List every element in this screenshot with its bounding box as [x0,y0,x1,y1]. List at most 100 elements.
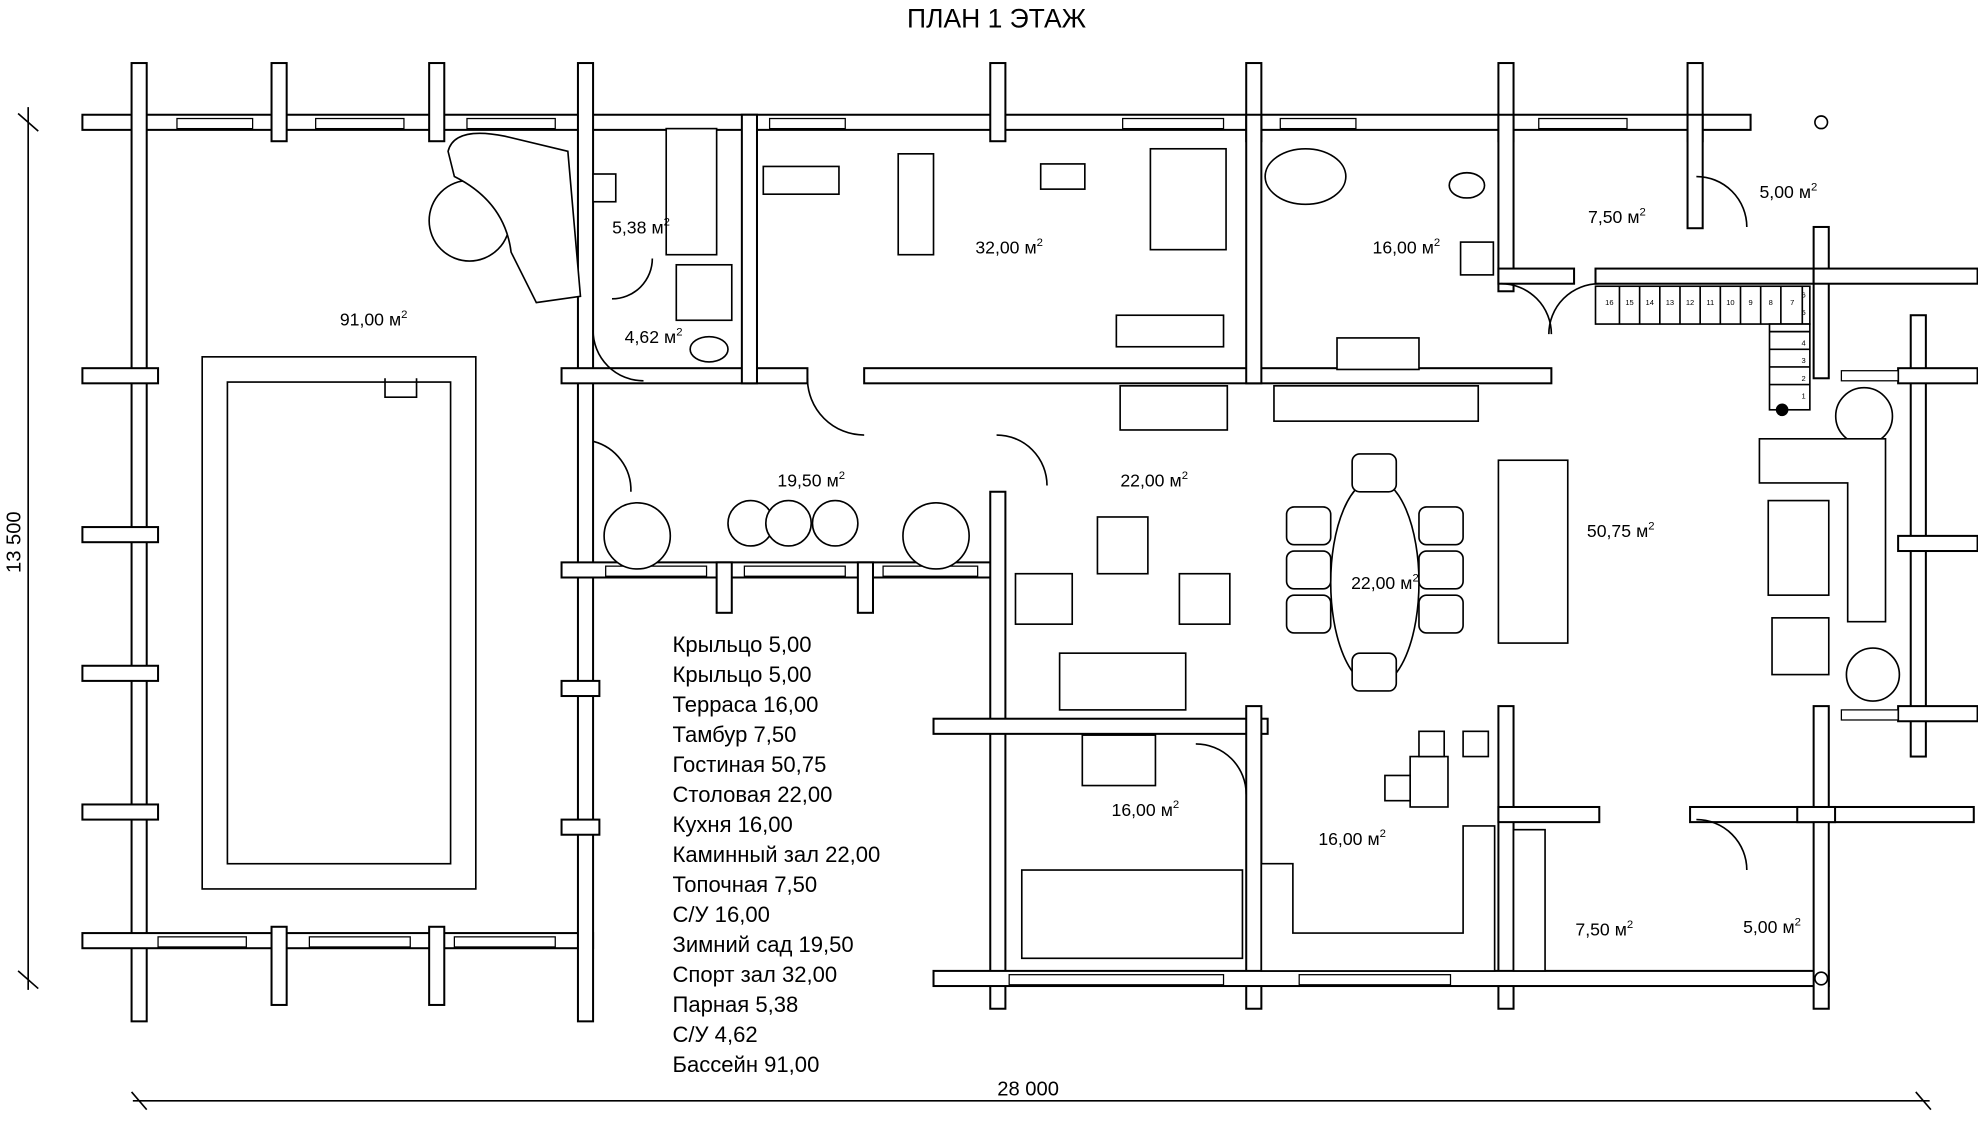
legend-item: Топочная 7,50 [673,872,818,897]
door-swing [592,440,632,492]
toilet [1448,171,1486,199]
pool-ladder [384,378,418,399]
legend-item: Бассейн 91,00 [673,1052,820,1077]
walls [81,62,1978,1023]
stair-step-number: 8 [1769,298,1773,307]
legend-item: Тамбур 7,50 [673,722,797,747]
wall-segment [428,62,446,143]
door-swing [1195,743,1248,795]
window [176,117,254,130]
height-dimension: 13 500 [4,107,39,990]
wall-segment [560,818,601,836]
dining-chair [1418,506,1464,546]
wall-segment [1497,267,1576,285]
dimension-tick [130,1091,148,1111]
area-unit-exponent: 2 [1811,181,1817,193]
fireplace-furniture [1081,734,1157,787]
wall-segment [81,367,160,385]
area-value: 22,00 [1120,471,1164,491]
window [157,936,247,948]
area-unit-exponent: 2 [839,470,845,482]
column [1814,115,1829,130]
gym-equipment [1115,314,1225,348]
door-swing [611,258,654,300]
wall-segment [1812,267,1978,285]
wall-segment [1897,705,1978,723]
legend-item: Терраса 16,00 [673,692,819,717]
stair-step-number: 9 [1748,298,1752,307]
area-value: 5,00 [1760,182,1795,202]
area-unit-exponent: 2 [1182,470,1188,482]
legend-item: Зимний сад 19,50 [673,932,854,957]
washing-machine [1459,241,1495,276]
window [466,117,556,130]
plant [1834,386,1894,446]
area-unit: м [1615,920,1627,940]
area-unit: м [827,471,839,491]
area-value: 5,38 [612,217,647,237]
door-swing [806,378,865,436]
armchair [1771,617,1830,676]
area-unit: м [389,309,401,329]
area-value: 4,62 [625,327,659,347]
dining-chair [1418,550,1464,590]
area-value: 16,00 [1373,237,1417,257]
area-value: 5,00 [1743,917,1778,937]
legend-item: Кухня 16,00 [673,812,793,837]
wall-segment [1812,705,1830,1010]
window [605,565,708,577]
wall-segment [81,803,160,821]
stair-step-number: 11 [1706,298,1714,307]
kitchen-table [1409,755,1449,808]
dining-chair [1285,506,1332,546]
wall-segment [1245,705,1263,1010]
area-unit: м [1400,573,1412,593]
stair-step-number: 16 [1605,298,1613,307]
door-swing [1696,175,1748,227]
door-swing [996,434,1048,486]
width-dimension-label: 28 000 [997,1079,1059,1101]
pool-inner [226,381,452,865]
chair [1462,730,1490,758]
area-unit-exponent: 2 [1412,572,1418,584]
toilet [689,335,729,363]
tv-cabinet [1497,459,1569,644]
height-dimension-label: 13 500 [4,511,26,573]
stair-step-number: 7 [1790,298,1794,307]
area-unit-exponent: 2 [1627,919,1633,931]
column [1814,971,1829,986]
fireplace-furniture [1058,652,1187,711]
area-value: 7,50 [1575,920,1610,940]
stair-step-number: 13 [1666,298,1674,307]
door-swing [592,330,644,382]
area-value: 50,75 [1587,521,1631,541]
wall-segment [1497,113,1515,293]
sofa [1119,385,1229,431]
wall-segment [1497,705,1515,1010]
wall-segment [856,561,875,614]
area-unit-exponent: 2 [401,309,407,321]
garden-seat [811,499,859,547]
wall-segment [560,367,809,385]
legend-item: Каминный зал 22,00 [673,842,881,867]
window [1538,117,1628,130]
wall-segment [270,62,288,143]
wall-segment [863,367,1553,385]
sauna-bench [665,127,718,256]
wall-segment [1245,113,1263,385]
wall-segment [1812,225,1830,380]
area-unit: м [1368,829,1380,849]
dimension-tick [1915,1091,1932,1111]
window [1279,117,1357,130]
area-value: 91,00 [340,309,384,329]
